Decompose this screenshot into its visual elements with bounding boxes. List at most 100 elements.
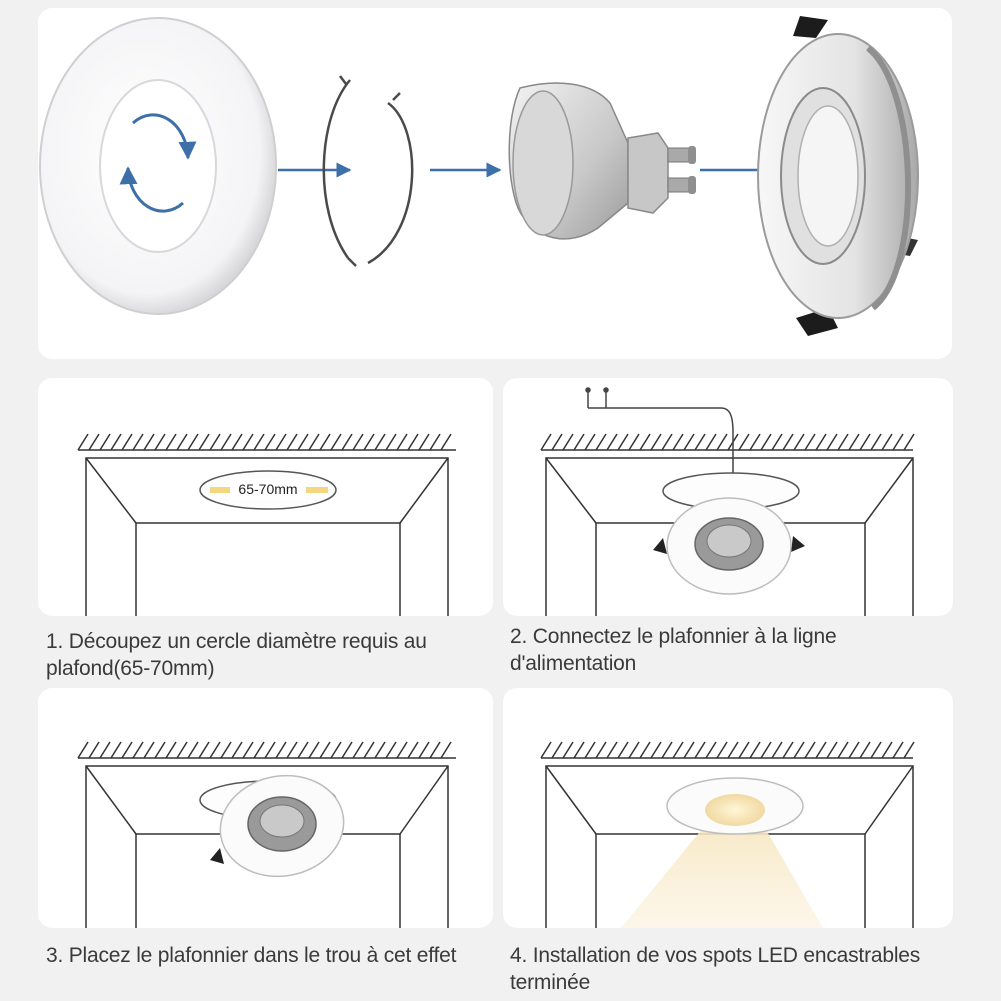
hatch-mark — [176, 741, 188, 759]
hatch-mark — [694, 433, 706, 451]
hatch-mark — [297, 741, 309, 759]
ceiling-hatch — [77, 741, 456, 759]
gu10-bulb — [508, 82, 696, 240]
hatch-mark — [837, 433, 849, 451]
hatch-mark — [551, 433, 563, 451]
hatch-mark — [584, 433, 596, 451]
step-4-diagram — [540, 741, 915, 928]
hatch-mark — [374, 433, 386, 451]
hatch-mark — [363, 741, 375, 759]
hatch-mark — [848, 741, 860, 759]
hatch-mark — [705, 433, 717, 451]
hatch-mark — [826, 433, 838, 451]
hatch-mark — [661, 741, 673, 759]
hatch-mark — [540, 741, 552, 759]
hatch-mark — [363, 433, 375, 451]
hatch-mark — [341, 741, 353, 759]
hatch-mark — [738, 433, 750, 451]
hatch-mark — [639, 433, 651, 451]
hatch-mark — [782, 433, 794, 451]
ceiling-hatch — [540, 433, 915, 451]
hatch-mark — [264, 741, 276, 759]
hatch-mark — [661, 433, 673, 451]
hatch-mark — [297, 433, 309, 451]
hatch-mark — [319, 433, 331, 451]
hatch-mark — [77, 433, 89, 451]
hatch-mark — [286, 741, 298, 759]
hatch-mark — [242, 741, 254, 759]
hatch-mark — [143, 433, 155, 451]
hatch-mark — [187, 433, 199, 451]
hatch-mark — [595, 433, 607, 451]
hatch-mark — [859, 433, 871, 451]
hatch-mark — [440, 433, 452, 451]
hatch-mark — [716, 741, 728, 759]
hatch-mark — [562, 433, 574, 451]
hatch-mark — [749, 433, 761, 451]
spring-clip — [322, 75, 414, 267]
hatch-mark — [198, 741, 210, 759]
hatch-mark — [683, 741, 695, 759]
hatch-mark — [771, 741, 783, 759]
light-beam — [621, 828, 823, 928]
step-1-diagram: 65-70mm — [77, 433, 456, 616]
hatch-mark — [253, 741, 265, 759]
hatch-mark — [672, 741, 684, 759]
hatch-mark — [903, 741, 915, 759]
hatch-mark — [870, 741, 882, 759]
hatch-mark — [573, 433, 585, 451]
step-2-caption: 2. Connectez le plafonnier à la ligne d'… — [510, 625, 837, 675]
hatch-mark — [77, 741, 89, 759]
assembly-overview-panel — [38, 8, 952, 359]
hatch-mark — [99, 433, 111, 451]
hatch-mark — [870, 433, 882, 451]
hatch-mark — [341, 433, 353, 451]
step-2-panel — [503, 378, 953, 616]
hatch-mark — [121, 741, 133, 759]
hatch-mark — [639, 741, 651, 759]
hatch-mark — [793, 433, 805, 451]
step-3-caption: 3. Placez le plafonnier dans le trou à c… — [46, 944, 457, 967]
hatch-mark — [231, 433, 243, 451]
hatch-mark — [881, 433, 893, 451]
ceiling-hatch — [77, 433, 456, 451]
hatch-mark — [165, 433, 177, 451]
hatch-mark — [595, 741, 607, 759]
hatch-mark — [848, 433, 860, 451]
hatch-mark — [385, 741, 397, 759]
hatch-mark — [727, 741, 739, 759]
hatch-mark — [330, 433, 342, 451]
hatch-mark — [705, 741, 717, 759]
hatch-mark — [264, 433, 276, 451]
hatch-mark — [429, 741, 441, 759]
hatch-mark — [837, 741, 849, 759]
hatch-mark — [881, 741, 893, 759]
hatch-mark — [826, 741, 838, 759]
hatch-mark — [672, 433, 684, 451]
hatch-mark — [143, 741, 155, 759]
hatch-mark — [242, 433, 254, 451]
hatch-mark — [308, 741, 320, 759]
rotate-arrow-icon — [119, 166, 185, 213]
fixture — [653, 497, 805, 595]
step-4-panel — [503, 688, 953, 928]
hatch-mark — [738, 741, 750, 759]
hatch-mark — [760, 433, 772, 451]
hatch-mark — [418, 433, 430, 451]
rotate-arrow-icon — [131, 113, 197, 160]
hatch-mark — [396, 433, 408, 451]
hatch-mark — [88, 741, 100, 759]
hatch-mark — [540, 433, 552, 451]
hatch-mark — [407, 741, 419, 759]
hatch-mark — [220, 741, 232, 759]
hatch-mark — [793, 741, 805, 759]
step-2-diagram — [540, 387, 915, 616]
hatch-mark — [99, 741, 111, 759]
hatch-mark — [628, 433, 640, 451]
fixture-tilted — [210, 774, 345, 878]
hatch-mark — [562, 741, 574, 759]
hatch-mark — [859, 741, 871, 759]
hatch-mark — [892, 433, 904, 451]
ceiling-hatch — [540, 741, 915, 759]
hatch-mark — [407, 433, 419, 451]
